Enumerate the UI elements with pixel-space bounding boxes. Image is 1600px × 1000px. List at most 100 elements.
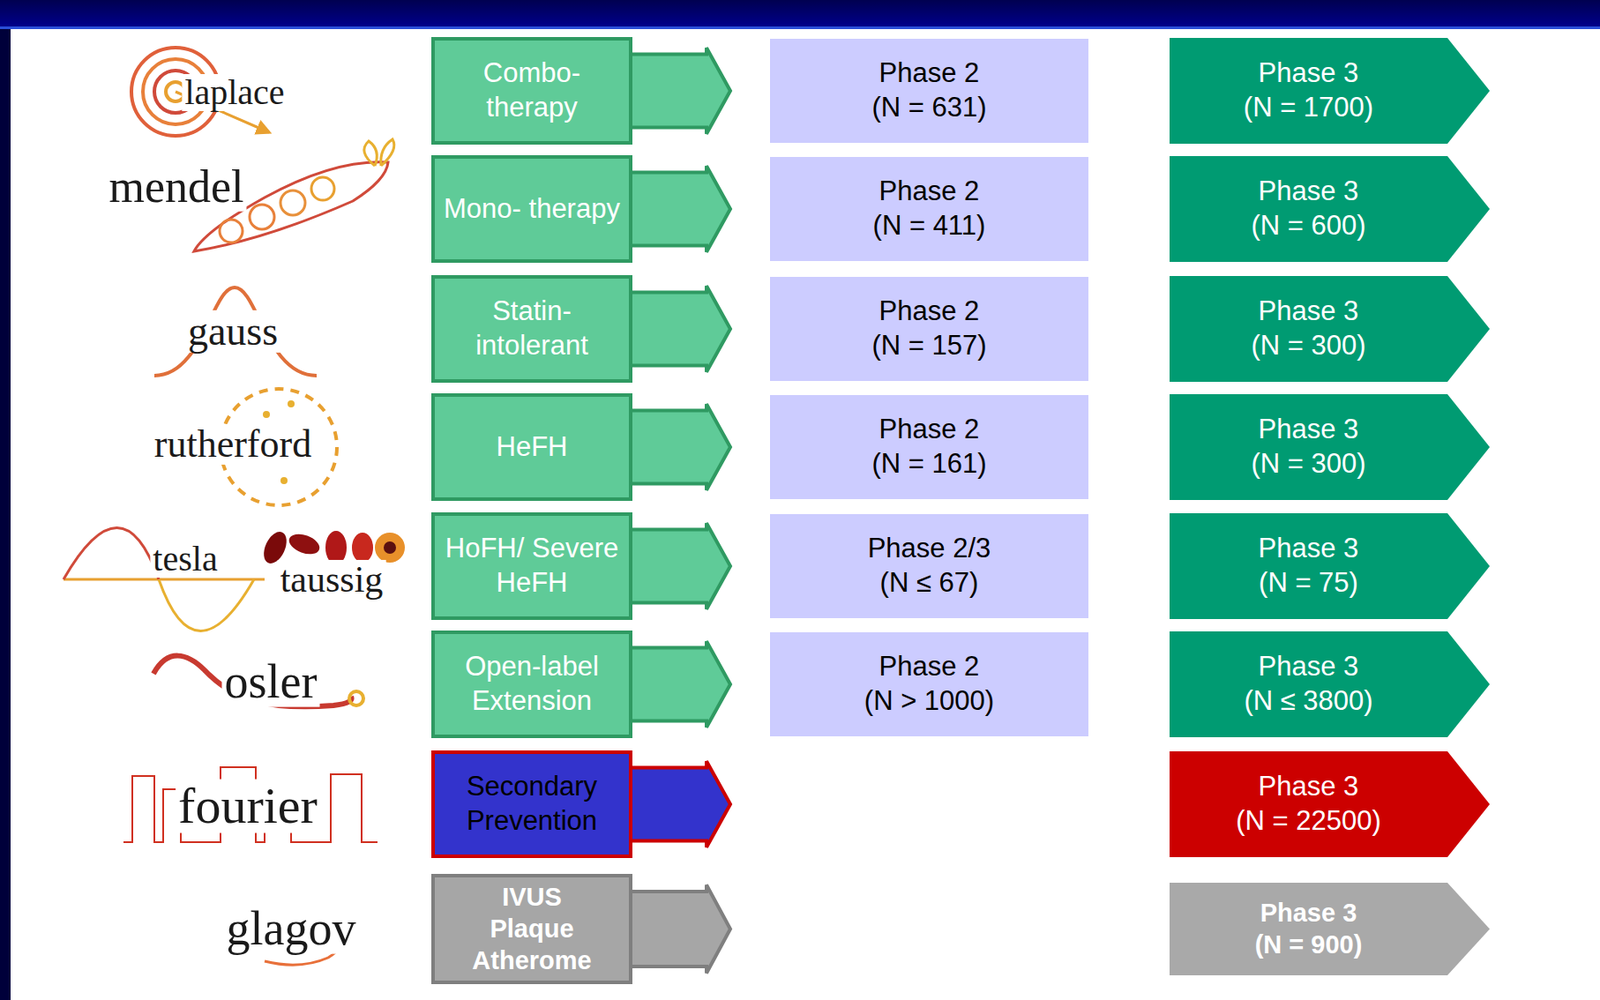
trial-logo-name: glagov <box>224 904 359 955</box>
text-block: Phase 2(N = 157) <box>784 294 1076 364</box>
sine-wave <box>63 528 159 581</box>
text-block: Phase 2(N = 161) <box>784 412 1076 482</box>
category-arrow-box: HeFH <box>431 393 733 501</box>
phase-label: Phase 3 <box>1176 412 1442 448</box>
phase-label: Phase 3 <box>1176 174 1442 210</box>
phase-label: Phase 2 <box>784 412 1076 448</box>
category-label: Mono- therapy <box>443 192 621 227</box>
box-shape <box>433 38 631 143</box>
leaf <box>381 139 395 166</box>
phase-label: Phase 3 <box>1176 531 1442 567</box>
phase3-pentagon: Phase 3(N = 900) <box>1169 882 1490 976</box>
phase3-pentagon: Phase 3(N = 600) <box>1169 156 1490 262</box>
electron <box>262 411 270 419</box>
text-block: Phase 2(N > 1000) <box>784 650 1076 719</box>
bell-curve <box>154 287 317 376</box>
category-label: IVUS Plaque Atherome <box>465 881 599 978</box>
node-outline <box>1169 631 1490 738</box>
node-outline <box>1169 156 1490 262</box>
arrow-shape <box>630 761 731 848</box>
leaf <box>364 141 377 166</box>
phase-label: (N ≤ 3800) <box>1176 684 1442 719</box>
osler-tube <box>153 656 364 708</box>
trial-logo-name: osler <box>222 657 321 708</box>
arrow-shape <box>630 165 731 253</box>
text-block: Phase 3(N = 600) <box>1176 174 1442 244</box>
phase3-pentagon: Phase 3(N = 300) <box>1169 276 1490 382</box>
pentagon-shape <box>1169 156 1490 262</box>
pentagon-shape <box>1169 276 1490 382</box>
text-area: Phase 3(N = 300) <box>1169 394 1448 501</box>
pentagon-shape <box>1169 513 1490 620</box>
phase-label: (N > 1000) <box>784 684 1076 719</box>
text-area: Phase 2/3(N ≤ 67) <box>770 514 1089 619</box>
trial-logo-name: taussig <box>277 560 387 599</box>
tesla-wave <box>63 528 265 632</box>
text-block: Open-label Extension <box>443 650 621 719</box>
text-area: Phase 3(N ≤ 3800) <box>1169 631 1448 738</box>
text-area: HoFH/ Severe HeFH <box>431 512 633 621</box>
box-shape <box>433 276 631 382</box>
phase-label: (N = 161) <box>784 447 1076 482</box>
pentagon-shape <box>1169 751 1490 858</box>
arrow-shape <box>630 641 731 728</box>
phase-label: (N ≤ 67) <box>784 566 1076 601</box>
node-outline <box>431 37 733 145</box>
blood-cell <box>374 532 405 563</box>
category-label: Statin- intolerant <box>443 294 621 364</box>
category-label: Combo- therapy <box>443 56 621 126</box>
node-outline <box>431 275 733 383</box>
phase2-box: Phase 2(N = 157) <box>770 276 1089 382</box>
text-block: Phase 3(N = 75) <box>1176 531 1442 601</box>
phase-label: (N = 1700) <box>1176 90 1442 126</box>
category-label: HoFH/ Severe HeFH <box>443 531 621 601</box>
trial-logo-name: laplace <box>181 74 287 112</box>
phase3-pentagon: Phase 3(N = 1700) <box>1169 37 1490 144</box>
trial-logo-name: tesla <box>149 540 220 578</box>
node-outline <box>1169 882 1490 976</box>
phase-label: Phase 2/3 <box>784 531 1076 567</box>
text-block: Phase 3(N = 300) <box>1176 294 1442 364</box>
sine-wave <box>158 579 255 632</box>
phase-label: (N = 631) <box>784 90 1076 126</box>
text-block: Secondary Prevention <box>443 770 621 839</box>
pea <box>249 204 275 230</box>
text-area: Phase 3(N = 300) <box>1169 276 1448 382</box>
phase-label: (N = 75) <box>1176 566 1442 601</box>
text-block: Phase 2(N = 411) <box>784 174 1076 244</box>
box-shape <box>433 395 631 500</box>
stethoscope-head <box>349 691 364 706</box>
node-outline <box>770 157 1089 262</box>
box-shape <box>433 632 631 737</box>
pentagon-shape <box>1169 394 1490 501</box>
stethoscope-tube <box>153 656 352 708</box>
phase-label: Phase 3 <box>1176 294 1442 329</box>
phase-label: (N = 600) <box>1176 209 1442 244</box>
text-area: Statin- intolerant <box>431 275 633 383</box>
phase-label: (N = 22500) <box>1176 804 1442 839</box>
box-shape <box>433 514 631 619</box>
node-outline <box>431 393 733 501</box>
pea <box>280 190 306 216</box>
node-outline <box>431 512 733 621</box>
category-label: HeFH <box>443 430 621 465</box>
text-area: Phase 2(N = 157) <box>770 276 1089 382</box>
category-arrow-box: IVUS Plaque Atherome <box>431 874 733 985</box>
text-area: Phase 3(N = 75) <box>1169 513 1448 620</box>
blood-cell <box>286 530 323 558</box>
pentagon-shape <box>1169 882 1490 976</box>
category-arrow-box: HoFH/ Severe HeFH <box>431 512 733 621</box>
box-shape <box>433 157 631 262</box>
box-shape <box>433 875 631 983</box>
text-area: Phase 2(N = 411) <box>770 157 1089 262</box>
box-shape <box>770 157 1089 262</box>
phase-label: Phase 2 <box>784 56 1076 91</box>
text-area: IVUS Plaque Atherome <box>431 874 633 985</box>
node-outline <box>770 514 1089 619</box>
text-block: Mono- therapy <box>443 192 621 227</box>
phase2-box: Phase 2(N = 631) <box>770 38 1089 143</box>
phase-label: (N = 300) <box>1176 328 1442 364</box>
text-block: HoFH/ Severe HeFH <box>443 531 621 601</box>
phase3-pentagon: Phase 3(N ≤ 3800) <box>1169 631 1490 738</box>
